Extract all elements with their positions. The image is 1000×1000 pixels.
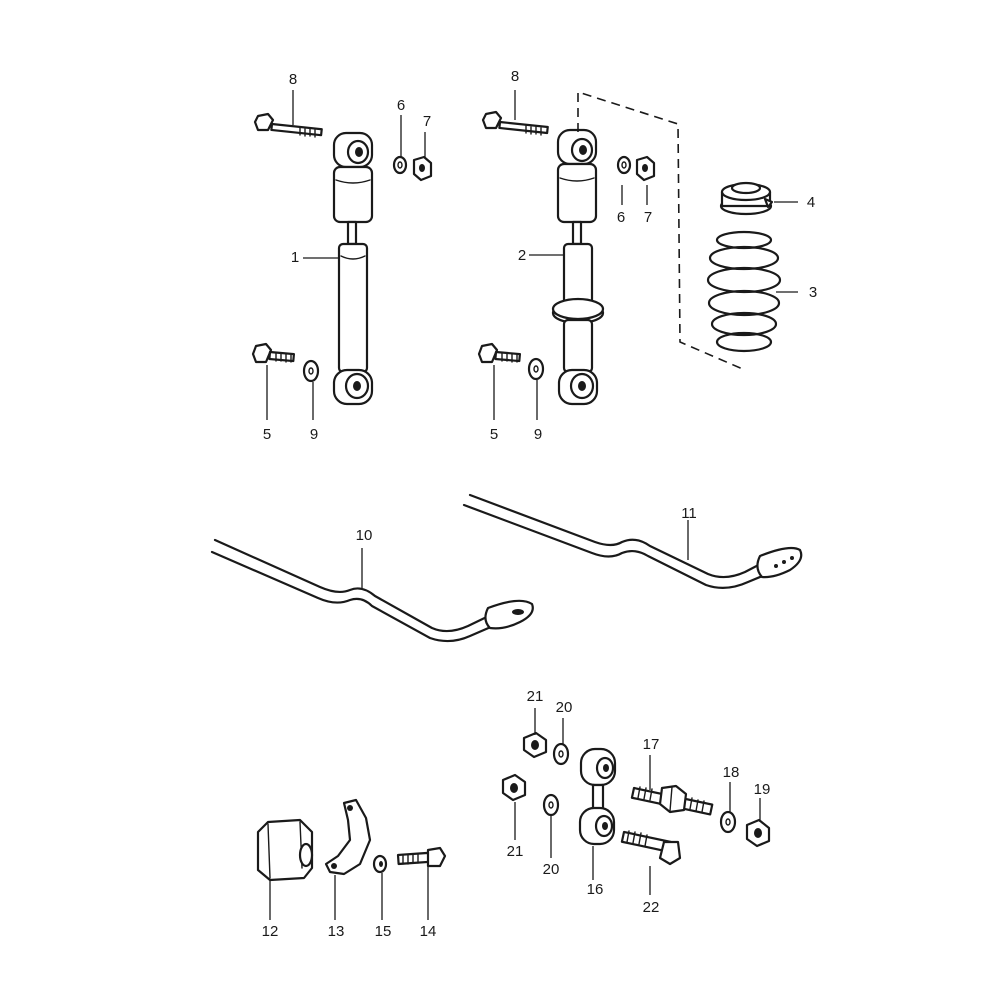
callout-5-left: 5 [263,426,271,443]
stud-bolt-17 [630,784,714,816]
callout-12: 12 [262,923,279,940]
callout-13: 13 [328,923,345,940]
stabilizer-bar-10 [210,538,534,643]
callout-4: 4 [807,194,815,211]
callout-3: 3 [809,284,817,301]
callout-9-left: 9 [310,426,318,443]
callout-16: 16 [587,881,604,898]
bolt-8-center [481,110,549,136]
shock-absorber-1 [332,131,374,406]
drop-link-16 [578,747,617,846]
callout-18: 18 [723,764,740,781]
callout-21-top: 21 [527,688,544,705]
nut-21-bottom [501,773,527,802]
callout-6-center: 6 [617,209,625,226]
washer-6-center [616,155,632,175]
callout-7-center: 7 [644,209,652,226]
callout-8-center: 8 [511,68,519,85]
assembly-dashed-bracket [577,90,746,371]
washer-6-left [392,155,408,175]
bolt-5-center [477,342,522,364]
nut-7-center [635,155,656,182]
callout-labels: 8 8 6 7 6 7 1 2 4 3 5 9 5 9 10 11 21 20 … [262,68,818,940]
callout-20-bottom: 20 [543,861,560,878]
callout-1: 1 [291,249,299,266]
washer-9-center [527,357,545,381]
callout-15: 15 [375,923,392,940]
callout-7-left: 7 [423,113,431,130]
callout-11: 11 [681,505,697,522]
washer-20-bottom [542,793,560,817]
callout-17: 17 [643,736,660,753]
callout-19: 19 [754,781,771,798]
callout-2: 2 [518,247,526,264]
bolt-8-left [253,112,323,138]
callout-5-center: 5 [490,426,498,443]
nut-19 [745,818,771,848]
nut-21-top [522,731,548,759]
clamp-bracket-13 [324,798,372,876]
callout-22: 22 [643,899,660,916]
spring-seat-4 [719,181,774,216]
bolt-22 [620,830,682,866]
leader-lines [266,90,798,920]
coil-spring-3 [706,230,782,353]
rubber-bushing-12 [256,818,314,882]
shock-absorber-2 [551,128,605,406]
stabilizer-bar-11 [462,493,803,589]
bolt-14 [396,846,447,868]
callout-14: 14 [420,923,437,940]
callout-20-top: 20 [556,699,573,716]
washer-20-top [552,742,570,766]
callout-21-bottom: 21 [507,843,524,860]
callout-6-left: 6 [397,97,405,114]
lock-washer-15 [372,854,388,874]
callout-9-center: 9 [534,426,542,443]
washer-18 [719,810,737,834]
washer-9-left [302,359,320,383]
callout-10: 10 [356,527,373,544]
callout-8-left: 8 [289,71,297,88]
nut-7-left [412,155,433,182]
bolt-5-left [251,342,296,364]
